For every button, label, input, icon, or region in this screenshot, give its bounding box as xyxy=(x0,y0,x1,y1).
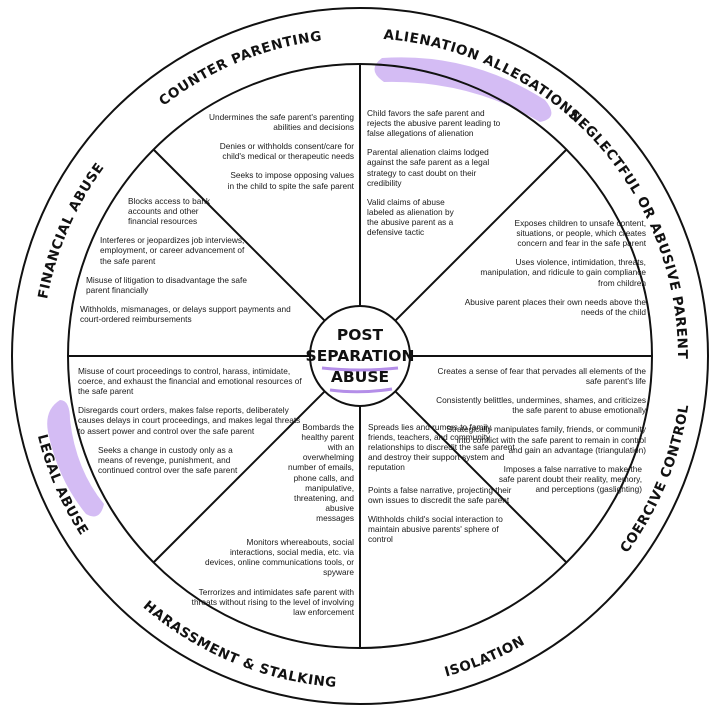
segment-neglectful-parenting: Exposes children to unsafe content, situ… xyxy=(448,218,646,326)
center-hub xyxy=(309,305,411,407)
coercive-item: Creates a sense of fear that pervades al… xyxy=(437,366,646,387)
alienation-item: Child favors the safe parent and rejects… xyxy=(367,108,501,139)
financial-abuse-item: Misuse of litigation to disadvantage the… xyxy=(86,274,247,295)
isolation-item: Withholds child's social interaction to … xyxy=(368,513,503,544)
neglectful-item: Uses violence, intimidation, threats, ma… xyxy=(480,257,646,288)
alienation-item: Valid claims of abuse labeled as alienat… xyxy=(367,196,454,238)
center-title-line2: SEPARATION xyxy=(306,347,415,365)
center-underline-2 xyxy=(329,387,393,394)
harassment-item: Bombards the healthy parent with an over… xyxy=(288,422,354,523)
segment-counter-parenting: Undermines the safe parent's parenting a… xyxy=(200,112,354,200)
harassment-item: Terrorizes and intimidates safe parent w… xyxy=(191,586,354,617)
counter-parenting-item: Seeks to impose opposing values in the c… xyxy=(227,170,354,191)
label-isolation: ISOLATION xyxy=(443,633,528,680)
counter-parenting-item: Undermines the safe parent's parenting a… xyxy=(208,112,354,133)
center-underline xyxy=(321,366,399,372)
segment-coercive-control: Creates a sense of fear that pervades al… xyxy=(428,366,646,503)
isolation-item: Points a false narrative, projecting the… xyxy=(368,484,512,505)
financial-abuse-item: Withholds, mismanages, or delays support… xyxy=(80,303,291,324)
spokes xyxy=(68,64,652,648)
financial-abuse-item: Blocks access to bank accounts and other… xyxy=(128,196,211,227)
coercive-item: Strategically manipulates family, friend… xyxy=(446,424,646,455)
segment-isolation: Spreads lies and rumors to family, frien… xyxy=(368,422,518,553)
segment-alienation-allegations: Child favors the safe parent and rejects… xyxy=(367,108,503,246)
segment-harassment-stalking: Bombards the healthy parent with an over… xyxy=(186,422,354,626)
legal-abuse-item: Disregards court orders, makes false rep… xyxy=(78,405,301,436)
center-title-line1: POST xyxy=(337,326,384,344)
legal-abuse-item: Misuse of court proceedings to control, … xyxy=(78,366,302,397)
coercive-item: Imposes a false narrative to make the sa… xyxy=(498,463,642,494)
alienation-item: Parental alienation claims lodged agains… xyxy=(367,147,490,188)
coercive-item: Consistently belittles, undermines, sham… xyxy=(436,395,646,416)
center-title-line3: ABUSE xyxy=(331,368,389,386)
legal-abuse-item: Seeks a change in custody only as a mean… xyxy=(98,444,238,475)
harassment-item: Monitors whereabouts, social interaction… xyxy=(205,537,354,578)
neglectful-item: Abusive parent places their own needs ab… xyxy=(464,296,646,317)
neglectful-item: Exposes children to unsafe content, situ… xyxy=(514,218,646,249)
legal-abuse-highlight xyxy=(47,400,104,517)
label-counter-parenting: COUNTER PARENTING xyxy=(156,28,323,109)
counter-parenting-item: Denies or withholds consent/care for chi… xyxy=(219,141,354,162)
alienation-highlight xyxy=(374,57,552,123)
financial-abuse-item: Interferes or jeopardizes job interviews… xyxy=(100,235,245,266)
outer-rim xyxy=(11,7,709,705)
segment-financial-abuse: Blocks access to bank accounts and other… xyxy=(80,196,296,333)
isolation-item: Spreads lies and rumors to family, frien… xyxy=(368,422,515,473)
segment-legal-abuse: Misuse of court proceedings to control, … xyxy=(78,366,304,484)
